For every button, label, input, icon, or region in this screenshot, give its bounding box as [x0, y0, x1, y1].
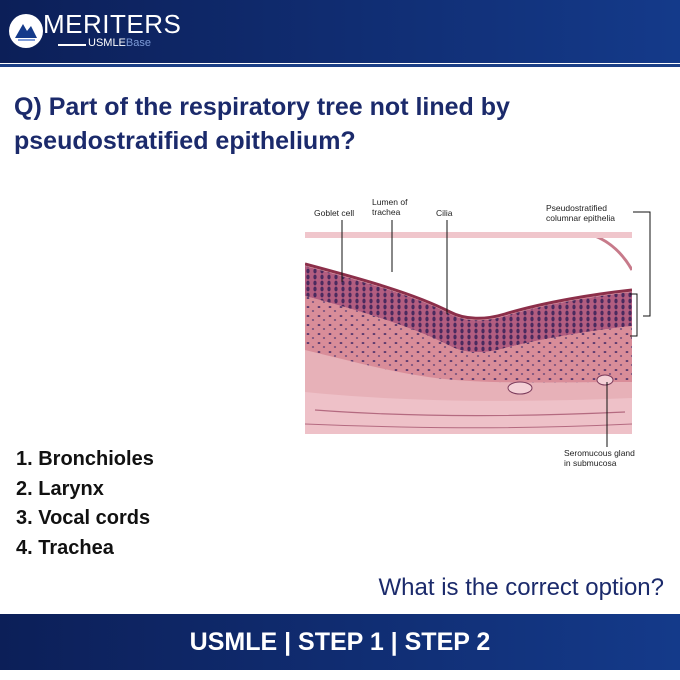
- label-cilia: Cilia: [436, 208, 453, 218]
- brand-title: MERITERS: [43, 9, 182, 39]
- option-1[interactable]: 1. Bronchioles: [16, 448, 154, 470]
- label-pseudostratified-line2: columnar epithelia: [546, 213, 615, 223]
- fibrous-layer: [305, 392, 632, 434]
- gland-acinus: [596, 374, 614, 386]
- label-lumen-line2: trachea: [372, 207, 401, 217]
- answer-options: 1. Bronchioles 2. Larynx 3. Vocal cords …: [16, 445, 154, 563]
- bracket-epithelium: [630, 293, 638, 337]
- brand-subtitle: USMLEBase: [88, 37, 151, 49]
- header-rule: [0, 64, 680, 67]
- lumen: [305, 232, 632, 319]
- collagen-fiber: [314, 409, 626, 417]
- label-pseudostratified-line1: Pseudostratified: [546, 203, 607, 213]
- histology-figure: Goblet cell Lumen of trachea Cilia Pseud…: [300, 190, 665, 475]
- question-text: Q) Part of the respiratory tree not line…: [14, 93, 510, 155]
- option-2[interactable]: 2. Larynx: [16, 477, 104, 500]
- option-4[interactable]: 4. Trachea: [16, 536, 114, 559]
- collagen-fiber: [305, 423, 632, 429]
- mucus-top: [305, 232, 632, 238]
- footer-bar: USMLE | STEP 1 | STEP 2: [0, 614, 680, 670]
- footer-text: USMLE | STEP 1 | STEP 2: [189, 628, 491, 656]
- brand-subtitle-accent: Base: [125, 37, 151, 49]
- cilia-border: [305, 262, 632, 320]
- brand-subtitle-main: USMLE: [88, 37, 126, 49]
- label-lumen-line1: Lumen of: [372, 197, 408, 207]
- brand-divider: [58, 44, 86, 46]
- label-goblet-cell: Goblet cell: [314, 208, 355, 218]
- gland-duct: [507, 381, 533, 395]
- label-seromucous-line1: Seromucous gland: [564, 448, 635, 458]
- trachea-micrograph: [305, 232, 632, 434]
- label-seromucous-line2: in submucosa: [564, 458, 617, 468]
- lamina-propria: [305, 296, 632, 383]
- figure-annotation-lines: [341, 211, 651, 447]
- header-bar: MERITERS USMLEBase: [0, 0, 680, 63]
- pointer-pseudostratified: [633, 211, 651, 317]
- pseudostratified-epithelium: [305, 266, 632, 353]
- option-3[interactable]: 3. Vocal cords: [16, 507, 151, 529]
- meriters-logo-icon: [9, 14, 43, 48]
- answer-prompt: What is the correct option?: [378, 574, 664, 601]
